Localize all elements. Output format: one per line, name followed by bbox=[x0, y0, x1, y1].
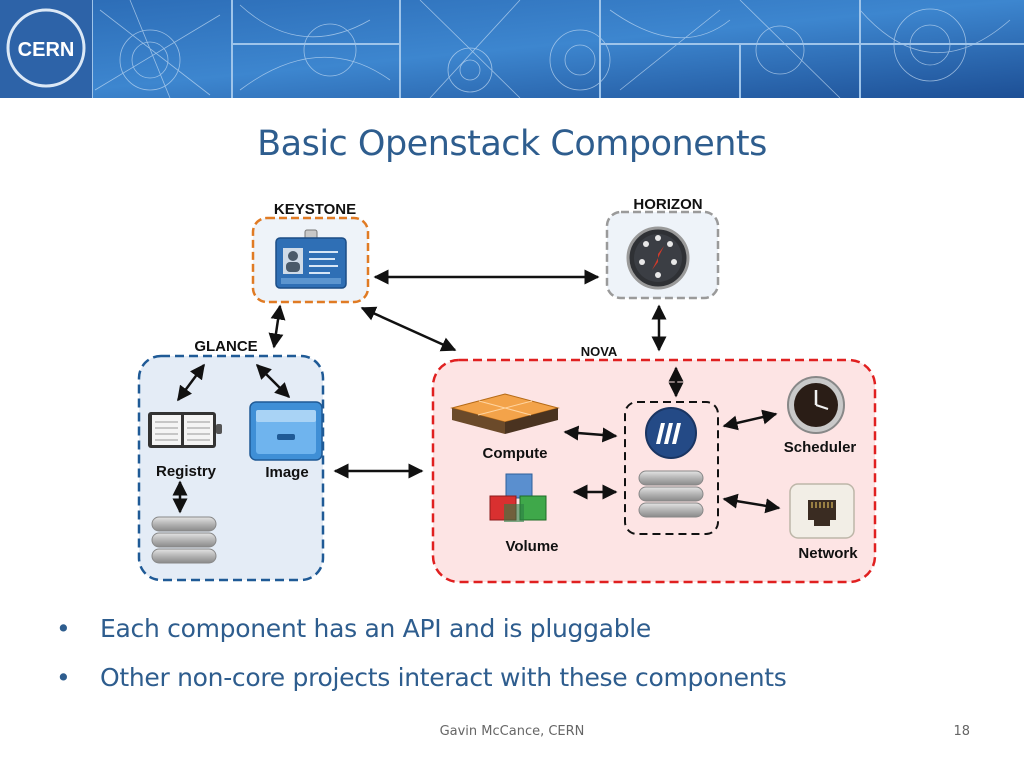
database-icon bbox=[151, 516, 217, 564]
page-number: 18 bbox=[953, 724, 970, 739]
bullet-text: Other non-core projects interact with th… bbox=[100, 663, 787, 692]
bullet-marker: • bbox=[56, 614, 71, 643]
arrow-glance-image bbox=[255, 363, 291, 399]
nova-database-icon bbox=[638, 470, 704, 518]
clock-icon bbox=[787, 376, 845, 434]
network-label: Network bbox=[798, 545, 858, 562]
bullet-list: • Each component has an API and is plugga… bbox=[56, 604, 787, 702]
compute-label: Compute bbox=[483, 445, 548, 462]
nova-api-icon bbox=[645, 407, 697, 459]
arrow-api-scheduler bbox=[722, 409, 778, 431]
arrow-api-network bbox=[722, 493, 781, 514]
volume-label: Volume bbox=[505, 538, 558, 555]
arrow-keystone-nova bbox=[360, 306, 457, 352]
bullet-item: • Each component has an API and is plugga… bbox=[56, 604, 786, 653]
network-port-icon bbox=[789, 483, 855, 539]
server-icon bbox=[450, 393, 560, 434]
volume-cubes-icon bbox=[489, 473, 547, 522]
arrow-compute-api bbox=[563, 425, 618, 443]
header-banner: CERN bbox=[0, 0, 1024, 98]
bullet-marker: • bbox=[56, 663, 71, 692]
id-badge-icon bbox=[275, 229, 347, 289]
bullet-text: Each component has an API and is pluggab… bbox=[100, 614, 651, 643]
cern-logo: CERN bbox=[6, 8, 86, 88]
scheduler-label: Scheduler bbox=[784, 439, 857, 456]
footer-author: Gavin McCance, CERN bbox=[439, 724, 585, 739]
cern-logo-text: CERN bbox=[18, 39, 75, 61]
registry-book-icon bbox=[148, 412, 222, 448]
file-cabinet-icon bbox=[249, 401, 323, 461]
dashboard-icon bbox=[626, 226, 690, 290]
openstack-diagram: KEYSTONE HORIZON GLANCE NOVA Registry Im… bbox=[137, 196, 877, 584]
arrow-keystone-glance bbox=[268, 304, 286, 349]
api-box bbox=[624, 401, 719, 535]
glance-label: GLANCE bbox=[194, 338, 257, 355]
nova-label: NOVA bbox=[581, 344, 618, 359]
image-label: Image bbox=[265, 464, 308, 481]
registry-label: Registry bbox=[156, 463, 217, 480]
arrow-glance-registry bbox=[176, 363, 206, 402]
slide-title: Basic Openstack Components bbox=[257, 124, 767, 164]
horizon-label: HORIZON bbox=[633, 196, 702, 213]
bullet-item: • Other non-core projects interact with t… bbox=[56, 653, 787, 702]
keystone-label: KEYSTONE bbox=[274, 201, 356, 218]
